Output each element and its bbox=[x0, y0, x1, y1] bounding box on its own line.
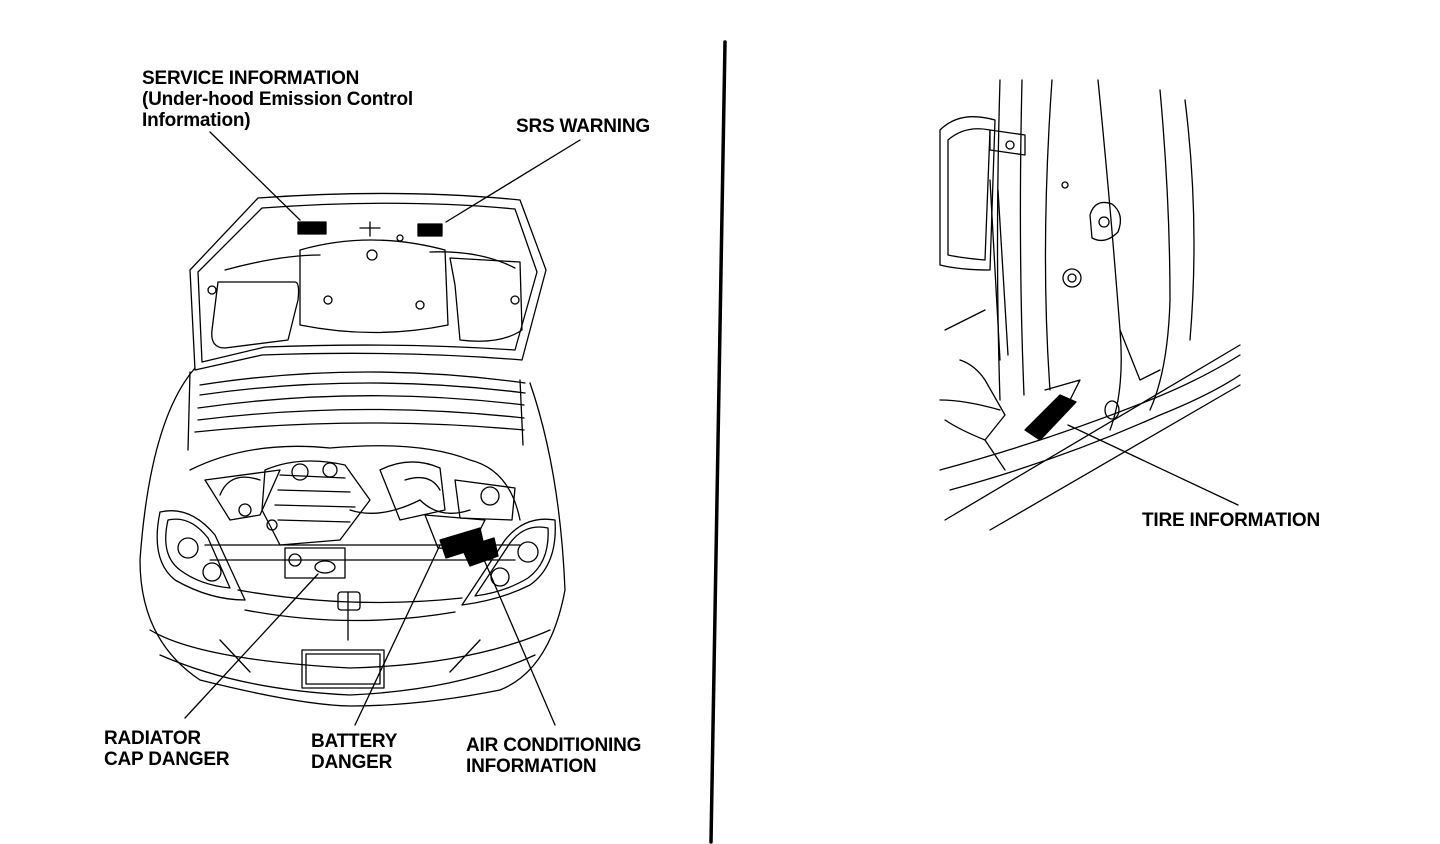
ac-line2: INFORMATION bbox=[466, 756, 597, 777]
ac-line1: AIR CONDITIONING bbox=[466, 735, 642, 756]
srs-warning-label: SRS WARNING bbox=[516, 116, 650, 137]
panel-divider bbox=[709, 40, 727, 844]
air-conditioning-label: AIR CONDITIONING INFORMATION bbox=[466, 735, 641, 777]
srs-warning-decal bbox=[417, 223, 443, 237]
srs-warning-line1: SRS WARNING bbox=[516, 116, 650, 137]
leader-lines-left bbox=[184, 131, 581, 726]
tire-info-leader bbox=[1067, 424, 1239, 506]
car-front-illustration bbox=[139, 192, 566, 707]
service-info-line2: (Under-hood Emission Control bbox=[142, 89, 413, 110]
service-info-line3: Information) bbox=[142, 110, 251, 131]
battery-line2: DANGER bbox=[311, 752, 393, 773]
radiator-cap-label: RADIATOR CAP DANGER bbox=[104, 728, 230, 770]
radiator-line2: CAP DANGER bbox=[104, 749, 230, 770]
battery-label: BATTERY DANGER bbox=[311, 731, 397, 773]
license-plate bbox=[301, 649, 385, 689]
ac-info-decal bbox=[461, 537, 499, 567]
radiator-line1: RADIATOR bbox=[104, 728, 201, 749]
tire-info-label: TIRE INFORMATION bbox=[1142, 510, 1320, 531]
service-info-label: SERVICE INFORMATION (Under-hood Emission… bbox=[142, 68, 413, 131]
service-info-decal bbox=[297, 221, 327, 235]
service-info-line1: SERVICE INFORMATION bbox=[142, 68, 360, 89]
tire-info-line1: TIRE INFORMATION bbox=[1142, 510, 1320, 531]
battery-line1: BATTERY bbox=[311, 731, 398, 752]
door-jamb-illustration bbox=[939, 79, 1241, 531]
tire-info-decal bbox=[1024, 394, 1077, 441]
